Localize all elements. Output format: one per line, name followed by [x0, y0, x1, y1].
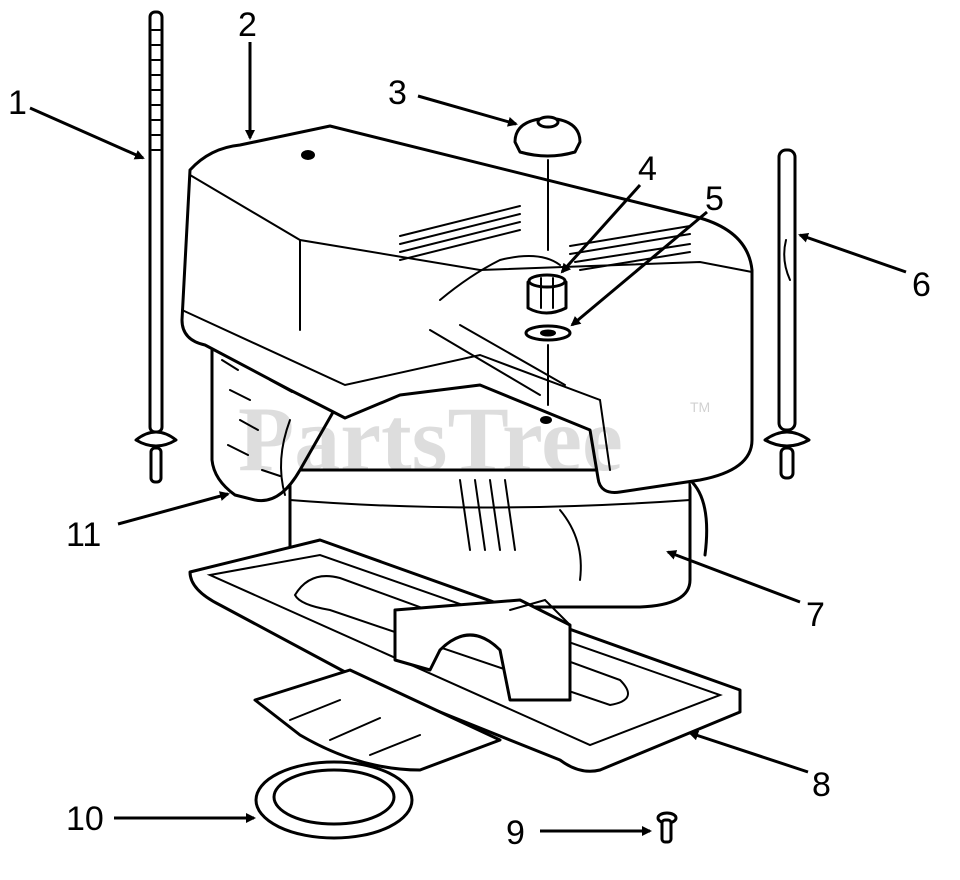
leader-11: [117, 491, 230, 526]
leader-lines: [29, 42, 907, 836]
leader-4: [560, 183, 642, 274]
callout-10: 10: [66, 800, 104, 838]
leader-7: [666, 550, 801, 604]
leader-5: [570, 210, 708, 327]
callout-7: 7: [806, 596, 825, 634]
leader-6: [798, 232, 907, 274]
part-9-screw: [656, 811, 678, 844]
callout-8: 8: [812, 766, 831, 804]
leader-8: [688, 730, 809, 774]
part-3-knob: [513, 115, 582, 251]
callout-6: 6: [912, 266, 931, 304]
callout-1: 1: [8, 84, 27, 122]
callout-4: 4: [638, 150, 657, 188]
callout-5: 5: [705, 180, 724, 218]
callout-9: 9: [506, 814, 525, 852]
leader-1: [29, 106, 145, 160]
part-1-stud: [134, 10, 178, 484]
part-6-stud: [763, 148, 811, 480]
callout-11: 11: [66, 516, 101, 554]
part-4-nut: [526, 273, 568, 315]
leader-3: [417, 94, 518, 127]
watermark-tm: TM: [690, 399, 710, 415]
part-11-precleaner: [210, 338, 342, 503]
callout-3: 3: [388, 74, 407, 112]
callout-labels: 1 2 3 4 5 6 7 8 9 10 11: [8, 6, 931, 852]
watermark: PartsTree TM: [238, 388, 710, 490]
part-5-washer: [524, 324, 572, 406]
part-10-gasket: [254, 760, 414, 840]
callout-2: 2: [238, 6, 257, 44]
watermark-text: PartsTree: [238, 388, 623, 490]
part-8-base-plate: [188, 538, 742, 773]
